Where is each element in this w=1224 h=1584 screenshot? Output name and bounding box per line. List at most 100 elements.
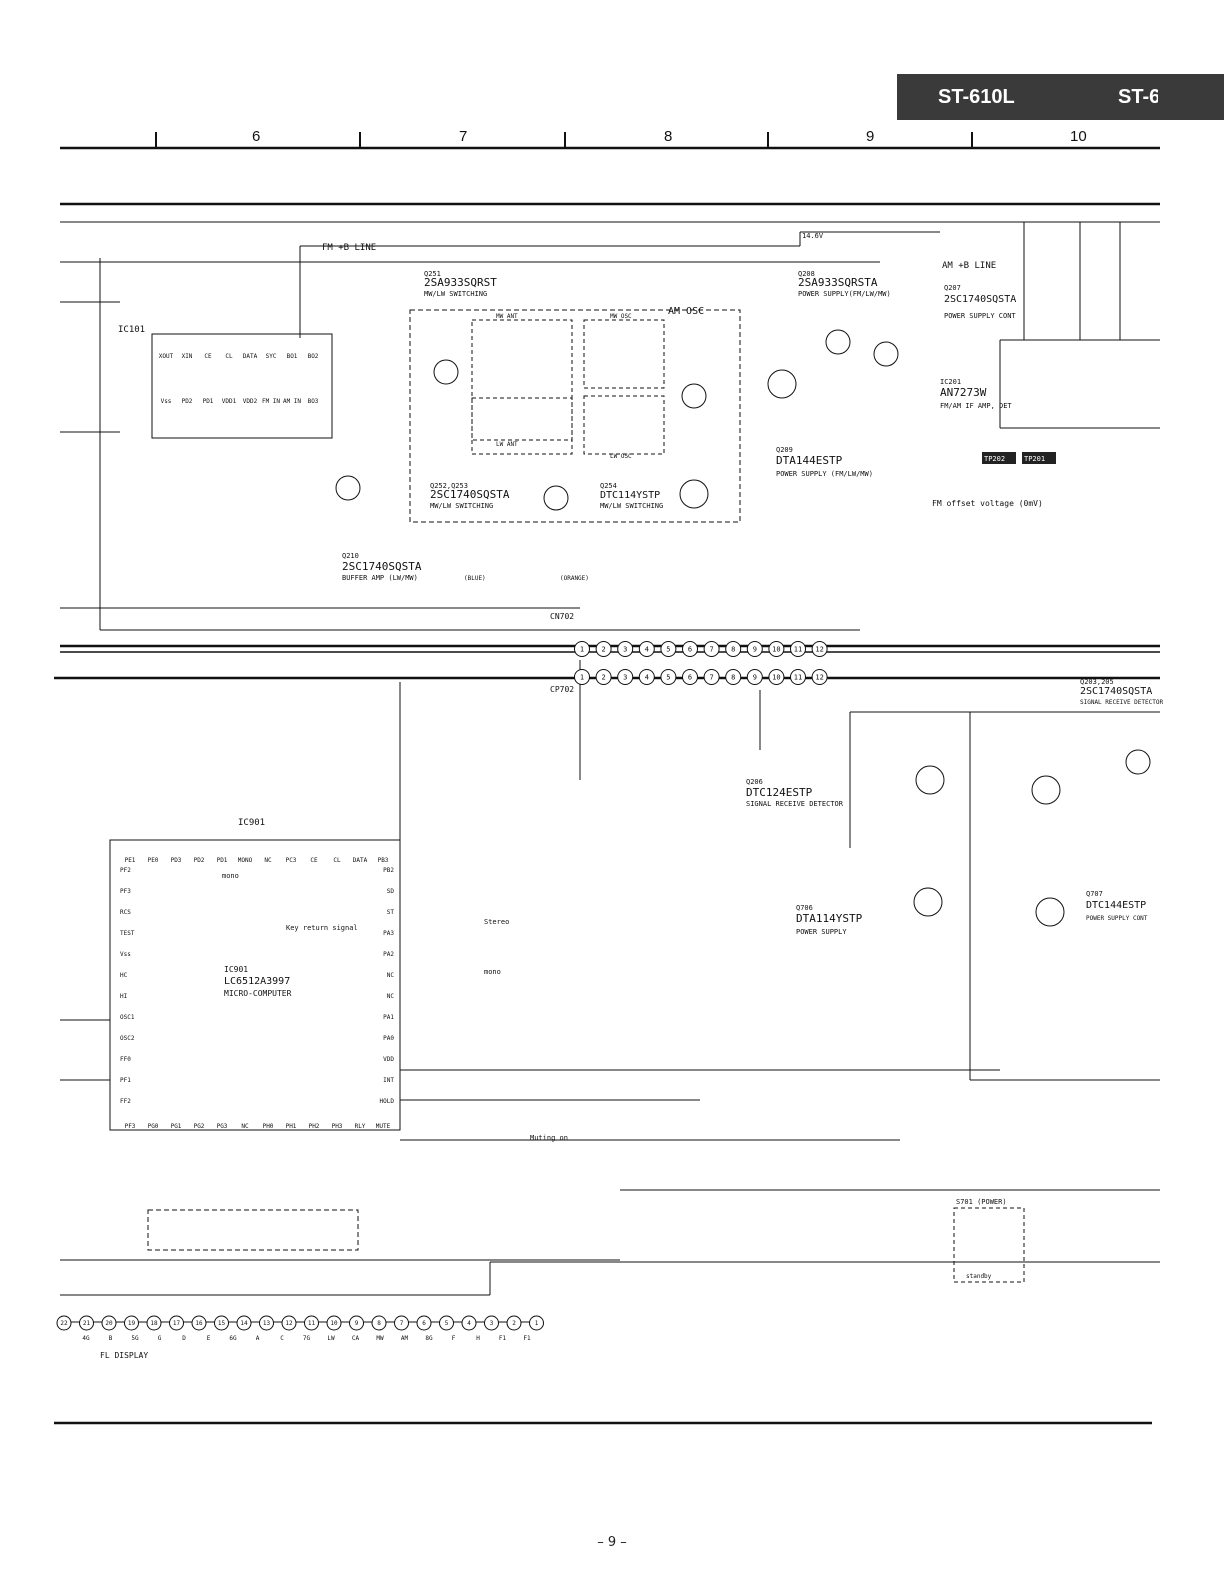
fl-pin-circle-20 <box>506 1315 522 1331</box>
ic901-right-pin-8: PA0 <box>383 1035 394 1042</box>
q207-ref: Q207 <box>944 284 961 292</box>
cn702-pin-7: 8 <box>731 645 735 653</box>
ic901-right-pin-10: INT <box>383 1077 394 1084</box>
ic901-top-pin-2: PD3 <box>171 857 182 864</box>
lw-ant-label: LW ANT <box>496 441 518 448</box>
ic101-bottom-pin-3: VDD1 <box>222 398 237 405</box>
fl-grid-10: LW <box>327 1335 335 1342</box>
q251-function: MW/LW SWITCHING <box>424 290 487 298</box>
fl-pin-20: 2 <box>512 1320 516 1327</box>
fl-pin-3: 19 <box>128 1320 136 1327</box>
cn702-pin-circle-0 <box>574 641 590 657</box>
ic101-top-pin-5: SYC <box>266 353 277 360</box>
q254-function: MW/LW SWITCHING <box>600 502 663 510</box>
q206-part: DTC124ESTP <box>746 786 813 799</box>
fl-grid-17: F1 <box>499 1335 507 1342</box>
q706-function: POWER SUPPLY <box>796 928 847 936</box>
am-osc-label: AM OSC <box>668 306 704 317</box>
cp702-pin-11: 12 <box>815 673 823 681</box>
q210-ref: Q210 <box>342 552 359 560</box>
cp702-pin-1: 2 <box>601 673 605 681</box>
ic901-left-pin-9: FF0 <box>120 1056 131 1063</box>
ic901-right-pin-0: PB2 <box>383 867 394 874</box>
cp702-pin-5: 6 <box>688 673 692 681</box>
fl-pin-10: 12 <box>285 1320 293 1327</box>
ic201-ref: IC201 <box>940 378 961 386</box>
cp702-pin-circle-9 <box>768 669 785 685</box>
cp702-pin-circle-8 <box>746 669 763 685</box>
cp702-pin-circle-4 <box>660 669 677 685</box>
page-number: – 9 – <box>597 1535 627 1550</box>
ic101-top-pin-4: DATA <box>243 353 258 360</box>
fl-pin-18: 4 <box>467 1320 471 1327</box>
ic901-left-pin-4: Vss <box>120 951 131 958</box>
model-title-clipped: ST-6 <box>1118 86 1158 108</box>
ic901-bottom-pin-9: PH3 <box>332 1123 343 1130</box>
ic201-function: FM/AM IF AMP, DET <box>940 402 1012 410</box>
cn702-label: CN702 <box>550 612 574 621</box>
mw-osc-label: MW OSC <box>610 313 632 320</box>
fl-grid-9: 7G <box>303 1335 311 1342</box>
ic101-bottom-pin-7: BO3 <box>308 398 319 405</box>
ic901-right-pin-9: VDD <box>383 1056 394 1063</box>
cn702-pin-circle-4 <box>660 641 677 657</box>
q206-ref: Q206 <box>746 778 763 786</box>
ic901-ref-label: IC901 <box>238 818 265 828</box>
ic901-left-pin-1: PF3 <box>120 888 131 895</box>
cn702-pin-1: 2 <box>601 645 605 653</box>
fl-pin-6: 16 <box>195 1320 203 1327</box>
fl-grid-13: AM <box>401 1335 409 1342</box>
fl-pin-circle-17 <box>439 1315 454 1331</box>
mono-label-2: mono <box>484 968 501 976</box>
fl-pin-circle-19 <box>484 1315 499 1331</box>
standby-label: standby <box>966 1273 992 1280</box>
cp702-label: CP702 <box>550 685 574 694</box>
ic901-left-pin-5: HC <box>120 972 128 979</box>
cp702-pin-0: 1 <box>580 673 584 681</box>
power-switch-label: S701 (POWER) <box>956 1198 1007 1206</box>
ic901-right-pin-5: NC <box>387 972 395 979</box>
cp702-pin-3: 4 <box>645 673 649 681</box>
cn702-pin-9: 10 <box>772 645 780 653</box>
ic901-top-pin-10: DATA <box>353 857 368 864</box>
cn702-pin-circle-1 <box>595 641 612 657</box>
fl-pin-21: 1 <box>535 1320 539 1327</box>
q207-function: POWER SUPPLY CONT <box>944 312 1016 320</box>
cn702-pin-circle-5 <box>682 641 698 657</box>
fl-grid-1: B <box>109 1335 113 1342</box>
cn702-pin-circle-9 <box>768 641 785 657</box>
ic901-bottom-pin-0: PF3 <box>125 1123 136 1130</box>
tp202-label: TP202 <box>984 455 1005 463</box>
ic901-top-pin-7: PC3 <box>286 857 297 864</box>
q707-function: POWER SUPPLY CONT <box>1086 915 1148 922</box>
fl-pin-1: 21 <box>83 1320 91 1327</box>
ic901-left-pin-11: FF2 <box>120 1098 131 1105</box>
cn702-pin-circle-2 <box>617 641 634 657</box>
fl-pin-circle-6 <box>191 1315 207 1331</box>
cn702-pin-5: 6 <box>688 645 692 653</box>
ic901-left-pin-3: TEST <box>120 930 135 937</box>
fl-grid-14: 8G <box>425 1335 433 1342</box>
fl-grid-15: F <box>452 1335 456 1342</box>
ic101-top-pin-3: CL <box>225 353 233 360</box>
fl-pin-13: 9 <box>355 1320 359 1327</box>
orange-wire-label: (ORANGE) <box>560 575 589 582</box>
cn702-pin-0: 1 <box>580 645 584 653</box>
ic901-right-pin-2: ST <box>387 909 395 916</box>
q203-205-part: 2SC1740SQSTA <box>1080 686 1152 697</box>
fl-grid-8: C <box>280 1335 284 1342</box>
fl-pin-17: 5 <box>445 1320 449 1327</box>
ic101-bottom-pin-4: VDD2 <box>243 398 258 405</box>
fl-display-label: FL DISPLAY <box>100 1351 148 1360</box>
ic901-top-pin-4: PD1 <box>217 857 228 864</box>
grid-number-10: 10 <box>1070 128 1087 145</box>
fl-pin-circle-3 <box>124 1315 139 1331</box>
fl-pin-circle-18 <box>461 1315 477 1331</box>
q203-205-function: SIGNAL RECEIVE DETECTOR <box>1080 699 1163 706</box>
ic901-bottom-pin-4: PG3 <box>217 1123 228 1130</box>
